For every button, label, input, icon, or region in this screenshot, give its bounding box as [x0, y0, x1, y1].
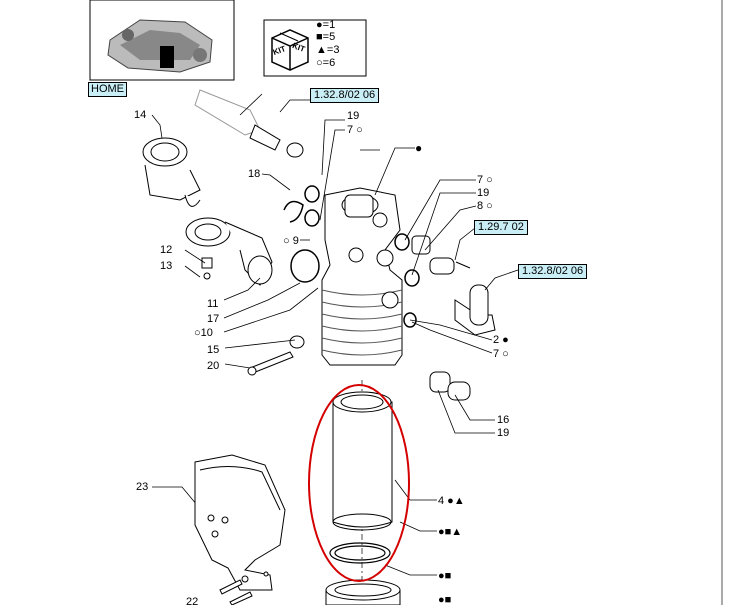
inlet-elbow-upper — [142, 137, 201, 207]
filter-housing — [321, 187, 403, 366]
inlet-elbow-lower — [185, 217, 273, 286]
legend-entry: ▲=3 — [316, 44, 364, 57]
callout-16: 16 — [497, 414, 510, 426]
callout-12: 12 — [160, 244, 173, 256]
callout-dot-top: ● — [415, 141, 423, 155]
reference-link-2[interactable]: 1.29.7 02 — [474, 220, 528, 235]
cartridge-seal-ring — [329, 542, 391, 564]
callout-23: 23 — [136, 481, 149, 493]
legend-value: =6 — [322, 57, 336, 69]
kit-legend-entries: ●=1 ■=5 ▲=3 ○=6 — [316, 20, 364, 70]
callout-14: 14 — [134, 109, 147, 121]
callout-19-right: 19 — [477, 187, 490, 199]
legend-value: =5 — [322, 31, 336, 43]
legend-symbol: ○ — [316, 57, 323, 69]
bracket-bolts — [219, 575, 253, 606]
callout-seal-symbols: ●■▲ — [438, 526, 463, 538]
callout-13: 13 — [160, 260, 173, 272]
filter-cartridge — [332, 391, 393, 531]
callout-bottom-symbols: ●■ — [438, 594, 452, 606]
home-link[interactable]: HOME — [88, 82, 127, 97]
legend-value: =3 — [326, 44, 340, 56]
legend-symbol: ● — [316, 19, 323, 31]
highlight-ellipse — [308, 384, 410, 582]
legend-symbol: ■ — [316, 31, 323, 43]
kit-box-icon — [271, 29, 309, 71]
callout-7-top: 7 ○ — [347, 124, 363, 136]
callout-22: 22 — [186, 596, 199, 608]
callout-2: 2 ● — [493, 334, 509, 346]
callout-9: ○ 9 — [283, 235, 299, 247]
callout-bowl-symbols: ●■ — [438, 570, 452, 582]
leader-lines — [151, 93, 519, 576]
bottom-bowl — [325, 579, 401, 606]
callout-11: 11 — [207, 298, 219, 310]
callout-15: 15 — [207, 344, 220, 356]
right-fittings — [411, 235, 496, 401]
reference-link-1[interactable]: 1.32.8/02 06 — [310, 88, 380, 103]
callout-10: ○10 — [194, 327, 213, 339]
callout-4: 4 ●▲ — [438, 495, 465, 507]
callout-19-lower: 19 — [497, 427, 510, 439]
callout-19-top: 19 — [347, 110, 360, 122]
reference-link-3[interactable]: 1.32.8/02 06 — [518, 264, 588, 279]
callout-18: 18 — [248, 168, 261, 180]
seal-rings — [283, 185, 420, 328]
callout-8: 8 ○ — [477, 200, 493, 212]
callout-7-lower: 7 ○ — [493, 348, 509, 360]
callout-17: 17 — [207, 313, 220, 325]
legend-entry: ■=5 — [316, 31, 364, 44]
callout-20: 20 — [207, 360, 220, 372]
kit-legend-box — [263, 19, 367, 77]
mounting-bracket — [194, 454, 286, 591]
upper-hose-fitting — [194, 89, 304, 158]
tractor-thumbnail[interactable] — [89, 0, 235, 81]
callout-7-right: 7 ○ — [477, 174, 493, 186]
legend-entry: ○=6 — [316, 57, 364, 70]
legend-entry: ●=1 — [316, 20, 364, 31]
bolts — [201, 257, 305, 376]
legend-symbol: ▲ — [316, 44, 327, 56]
legend-value: =1 — [322, 19, 336, 31]
